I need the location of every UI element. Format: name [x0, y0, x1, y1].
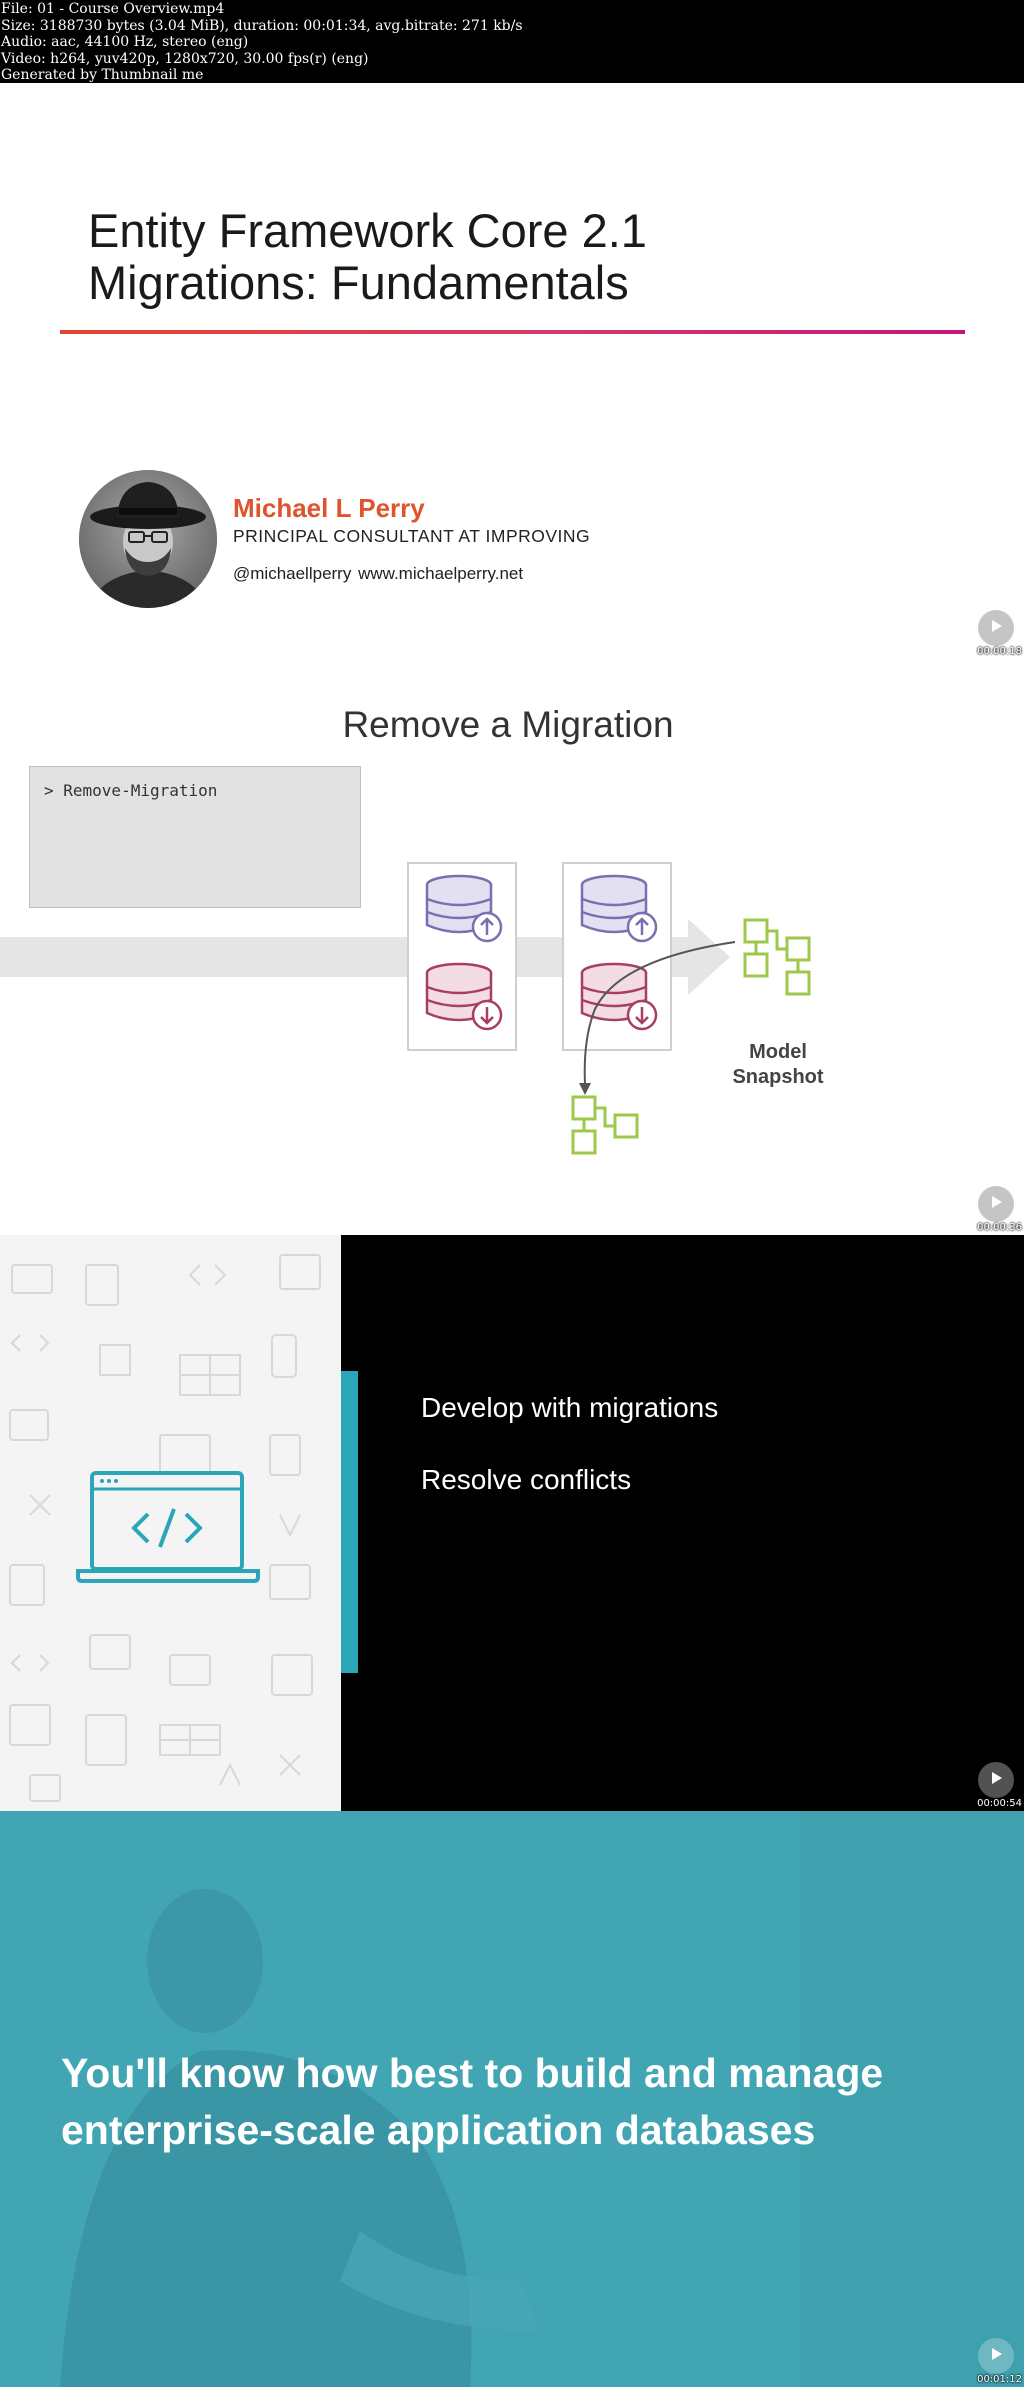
model-snapshot-label: Model Snapshot	[715, 1040, 841, 1090]
snapshot-label-line1: Model	[749, 1041, 807, 1063]
background-photo	[0, 1811, 1024, 2387]
play-icon	[987, 1193, 1005, 1215]
database-up-icon	[425, 874, 503, 943]
meta-video: Video: h264, yuv420p, 1280x720, 30.00 fp…	[1, 50, 369, 67]
outcome-line1: You'll know how best to build and manage	[61, 2050, 884, 2096]
migration-box-2	[562, 862, 672, 1051]
author-name: Michael L Perry	[233, 493, 425, 523]
code-laptop-icon	[76, 1469, 260, 1589]
outcome-statement: You'll know how best to build and manage…	[61, 2045, 883, 2159]
thumbnail-frame-4: You'll know how best to build and manage…	[0, 1811, 1024, 2387]
meta-audio: Audio: aac, 44100 Hz, stereo (eng)	[1, 34, 249, 50]
database-down-icon	[580, 962, 658, 1031]
thumbnail-frame-3: Develop with migrations Resolve conflict…	[0, 1235, 1024, 1811]
meta-generator: Generated by Thumbnail me	[1, 67, 204, 83]
slide-title: Remove a Migration	[342, 704, 674, 745]
database-up-icon	[580, 874, 658, 943]
frame-timestamp: 00:01:12	[977, 2374, 1022, 2385]
revert-arrow	[583, 941, 736, 1085]
course-title-line2: Migrations: Fundamentals	[88, 256, 629, 309]
model-snapshot-icon	[743, 918, 811, 996]
thumbnail-frame-2: Remove a Migration > Remove-Migration	[0, 659, 1024, 1235]
icon-pattern-panel	[0, 1235, 341, 1811]
accent-bar	[341, 1371, 358, 1673]
thumbnail-frame-1: Entity Framework Core 2.1 Migrations: Fu…	[0, 83, 1024, 659]
author-role: PRINCIPAL CONSULTANT AT IMPROVING	[233, 526, 591, 546]
play-icon	[987, 1769, 1005, 1791]
frame-timestamp: 00:00:18	[977, 646, 1022, 657]
meta-size: Size: 3188730 bytes (3.04 MiB), duration…	[1, 17, 523, 34]
command-text: > Remove-Migration	[44, 781, 218, 800]
play-button[interactable]	[978, 1186, 1014, 1222]
snapshot-label-line2: Snapshot	[732, 1066, 824, 1088]
author-links: @michaellperry www.michaelperry.net	[233, 564, 524, 583]
frame-timestamp: 00:00:36	[977, 1222, 1022, 1233]
title-divider	[60, 330, 965, 334]
outcome-line2: enterprise-scale application databases	[61, 2107, 816, 2153]
play-icon	[987, 2345, 1005, 2367]
command-box: > Remove-Migration	[29, 766, 361, 908]
meta-file: File: 01 - Course Overview.mp4	[1, 1, 225, 17]
migration-box-1	[407, 862, 517, 1051]
topic-item: Resolve conflicts	[421, 1464, 632, 1495]
model-snapshot-icon	[571, 1095, 639, 1155]
course-title: Entity Framework Core 2.1 Migrations: Fu…	[88, 205, 647, 309]
topic-item: Develop with migrations	[421, 1392, 719, 1423]
play-button[interactable]	[978, 610, 1014, 646]
pipeline-arrow-head	[688, 919, 730, 995]
migration-diagram	[0, 862, 811, 1155]
database-down-icon	[425, 962, 503, 1031]
play-button[interactable]	[978, 2338, 1014, 2374]
play-button[interactable]	[978, 1762, 1014, 1798]
course-title-line1: Entity Framework Core 2.1	[88, 204, 647, 257]
frame-timestamp: 00:00:54	[977, 1798, 1022, 1809]
video-metadata: File: 01 - Course Overview.mp4 Size: 318…	[0, 0, 1024, 83]
play-icon	[987, 617, 1005, 639]
author-avatar	[79, 470, 217, 608]
